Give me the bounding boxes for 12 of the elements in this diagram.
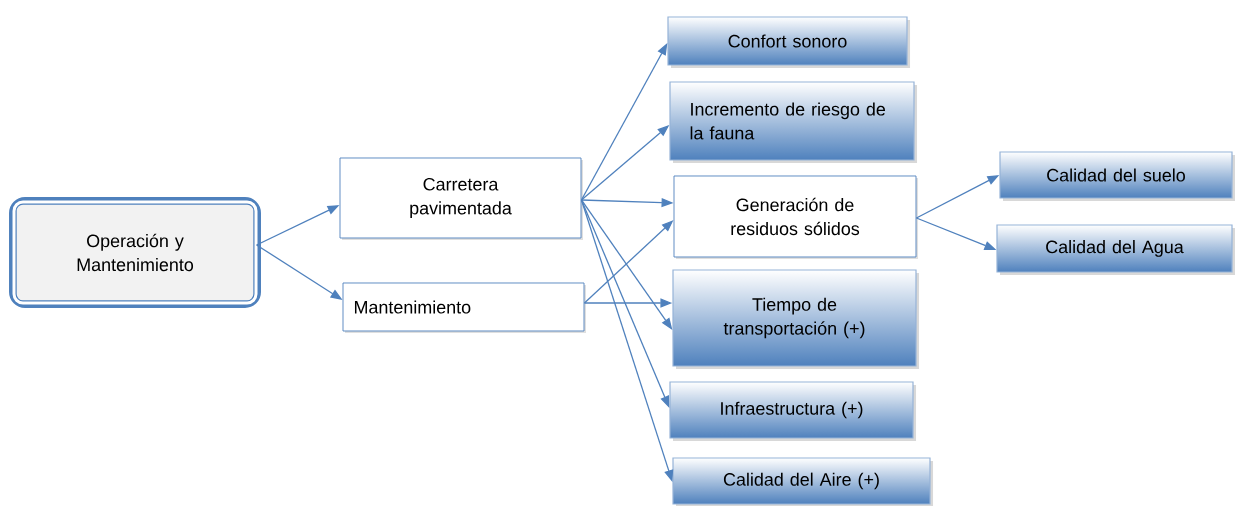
process-box: Calidad del Agua [996,224,1235,275]
process-box: Mantenimiento [342,282,586,333]
process-box: Tiempo de transportación (+) [672,269,919,369]
rounded-box: Operación y Mantenimiento [9,197,261,308]
process-box: Confort sonoro [667,16,910,68]
process-box: Incremento de riesgo de la fauna [669,81,917,163]
process-box: Calidad del Aire (+) [672,457,933,506]
process-box: Carretera pavimentada [339,157,583,240]
arrow [580,43,668,201]
process-box: Generación de residuos sólidos [673,175,918,259]
process-box: Infraestructura (+) [669,381,916,441]
process-box: Calidad del suelo [999,151,1235,201]
